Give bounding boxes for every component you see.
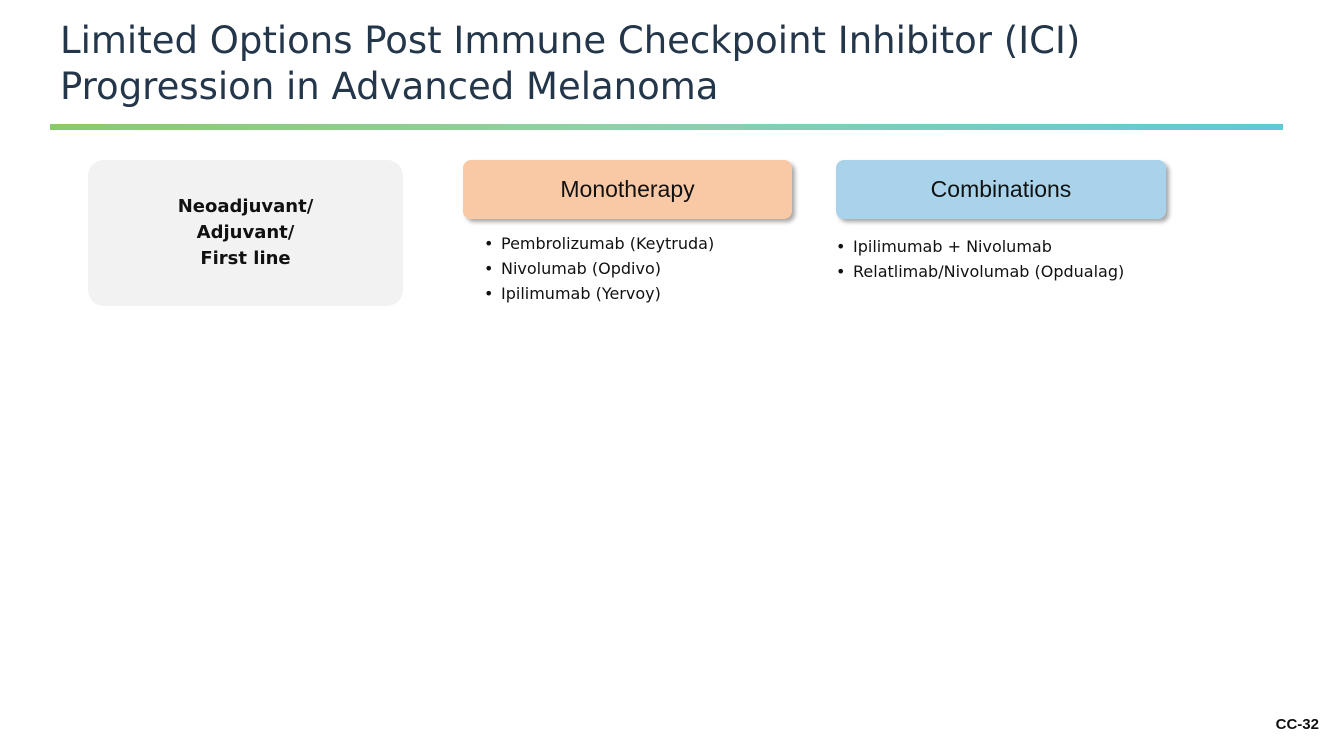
list-item: Nivolumab (Opdivo) bbox=[482, 256, 714, 281]
list-item: Ipilimumab (Yervoy) bbox=[482, 281, 714, 306]
slide-title-line: Limited Options Post Immune Checkpoint I… bbox=[60, 19, 1081, 62]
treatment-stage-label: Neoadjuvant/ Adjuvant/ First line bbox=[178, 194, 314, 272]
slide-number: CC-32 bbox=[1275, 716, 1319, 733]
monotherapy-list: Pembrolizumab (Keytruda) Nivolumab (Opdi… bbox=[482, 231, 714, 306]
treatment-stage-line: Neoadjuvant/ bbox=[177, 196, 314, 217]
combinations-list: Ipilimumab + Nivolumab Relatlimab/Nivolu… bbox=[834, 234, 1124, 284]
list-item: Pembrolizumab (Keytruda) bbox=[482, 231, 714, 256]
combinations-header-label: Combinations bbox=[930, 176, 1072, 202]
slide-title-line: Progression in Advanced Melanoma bbox=[60, 65, 719, 108]
combinations-header: Combinations bbox=[836, 160, 1166, 219]
list-item: Relatlimab/Nivolumab (Opdualag) bbox=[834, 259, 1124, 284]
treatment-stage-line: First line bbox=[200, 248, 291, 269]
list-item: Ipilimumab + Nivolumab bbox=[834, 234, 1124, 259]
treatment-stage-box: Neoadjuvant/ Adjuvant/ First line bbox=[88, 160, 403, 306]
slide-title: Limited Options Post Immune Checkpoint I… bbox=[60, 18, 1260, 110]
title-divider bbox=[50, 124, 1283, 130]
treatment-stage-line: Adjuvant/ bbox=[196, 222, 295, 243]
monotherapy-header-label: Monotherapy bbox=[560, 176, 695, 202]
monotherapy-header: Monotherapy bbox=[463, 160, 792, 219]
